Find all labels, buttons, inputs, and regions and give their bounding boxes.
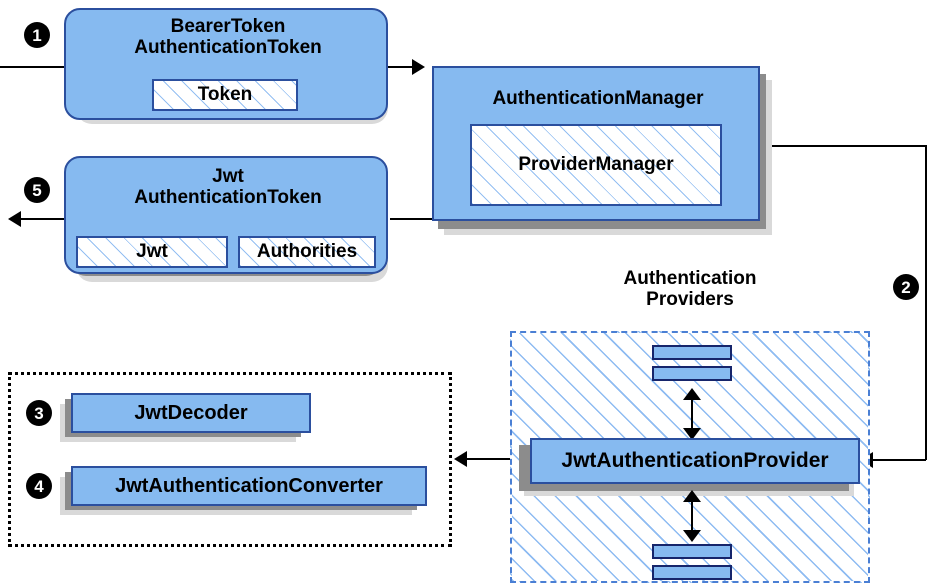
jwt-authentication-converter-label: JwtAuthenticationConverter bbox=[115, 474, 383, 497]
jwt-authentication-provider-label: JwtAuthenticationProvider bbox=[561, 449, 829, 472]
container-jwt-components bbox=[8, 372, 452, 547]
inner-box-authorities-label: Authorities bbox=[256, 241, 358, 262]
jwt-decoder-label: JwtDecoder bbox=[134, 401, 248, 424]
badge-step-5-number: 5 bbox=[32, 180, 42, 200]
inner-box-token[interactable]: Token bbox=[152, 79, 298, 111]
badge-step-1-number: 1 bbox=[32, 25, 42, 45]
arrowhead-provider-bottom-up bbox=[683, 490, 701, 502]
badge-step-3: 3 bbox=[26, 400, 52, 426]
badge-step-4-number: 4 bbox=[34, 476, 44, 496]
provider-placeholder-bar-top-1 bbox=[652, 345, 732, 360]
arrowhead-bearer-to-manager bbox=[412, 59, 425, 75]
inner-box-jwt-label: Jwt bbox=[136, 241, 168, 262]
badge-step-3-number: 3 bbox=[34, 403, 44, 423]
connector-manager-to-jwttoken bbox=[390, 218, 442, 220]
node-bearer-token-authentication-token[interactable]: BearerToken AuthenticationToken bbox=[64, 8, 388, 120]
provider-placeholder-bar-top-2 bbox=[652, 366, 732, 381]
arrowhead-provider-to-components bbox=[454, 451, 467, 467]
bearer-token-label: BearerToken AuthenticationToken bbox=[134, 16, 322, 59]
badge-step-2-number: 2 bbox=[901, 277, 911, 297]
provider-placeholder-bar-bottom-1 bbox=[652, 544, 732, 559]
inner-box-authorities[interactable]: Authorities bbox=[238, 236, 376, 268]
node-jwt-authentication-provider[interactable]: JwtAuthenticationProvider bbox=[530, 438, 860, 484]
inner-box-token-label: Token bbox=[197, 84, 253, 105]
node-jwt-authentication-converter[interactable]: JwtAuthenticationConverter bbox=[71, 466, 427, 506]
connector-jwttoken-out bbox=[20, 218, 80, 220]
badge-step-2: 2 bbox=[893, 274, 919, 300]
inner-box-jwt[interactable]: Jwt bbox=[76, 236, 228, 268]
connector-manager-down bbox=[925, 145, 927, 460]
node-jwt-decoder[interactable]: JwtDecoder bbox=[71, 393, 311, 433]
connector-provider-up-down-bottom bbox=[691, 496, 693, 532]
arrowhead-provider-top-up bbox=[683, 388, 701, 400]
connector-request-in bbox=[0, 66, 70, 68]
arrowhead-provider-top-down bbox=[683, 428, 701, 440]
authentication-manager-label: AuthenticationManager bbox=[492, 88, 704, 109]
connector-bearer-to-manager bbox=[388, 66, 418, 68]
arrowhead-provider-bottom-down bbox=[683, 530, 701, 542]
inner-box-provider-manager-label: ProviderManager bbox=[518, 154, 674, 175]
connector-to-provider bbox=[872, 459, 926, 461]
jwt-token-label: Jwt AuthenticationToken bbox=[134, 166, 322, 209]
connector-provider-up-down-top bbox=[691, 394, 693, 430]
connector-provider-to-components bbox=[466, 458, 528, 460]
inner-box-provider-manager[interactable]: ProviderManager bbox=[470, 124, 722, 206]
badge-step-1: 1 bbox=[24, 22, 50, 48]
connector-manager-right bbox=[758, 145, 926, 147]
provider-placeholder-bar-bottom-2 bbox=[652, 565, 732, 580]
badge-step-5: 5 bbox=[24, 177, 50, 203]
badge-step-4: 4 bbox=[26, 473, 52, 499]
authentication-providers-title: Authentication Providers bbox=[623, 268, 757, 311]
arrowhead-response-out bbox=[8, 211, 21, 227]
